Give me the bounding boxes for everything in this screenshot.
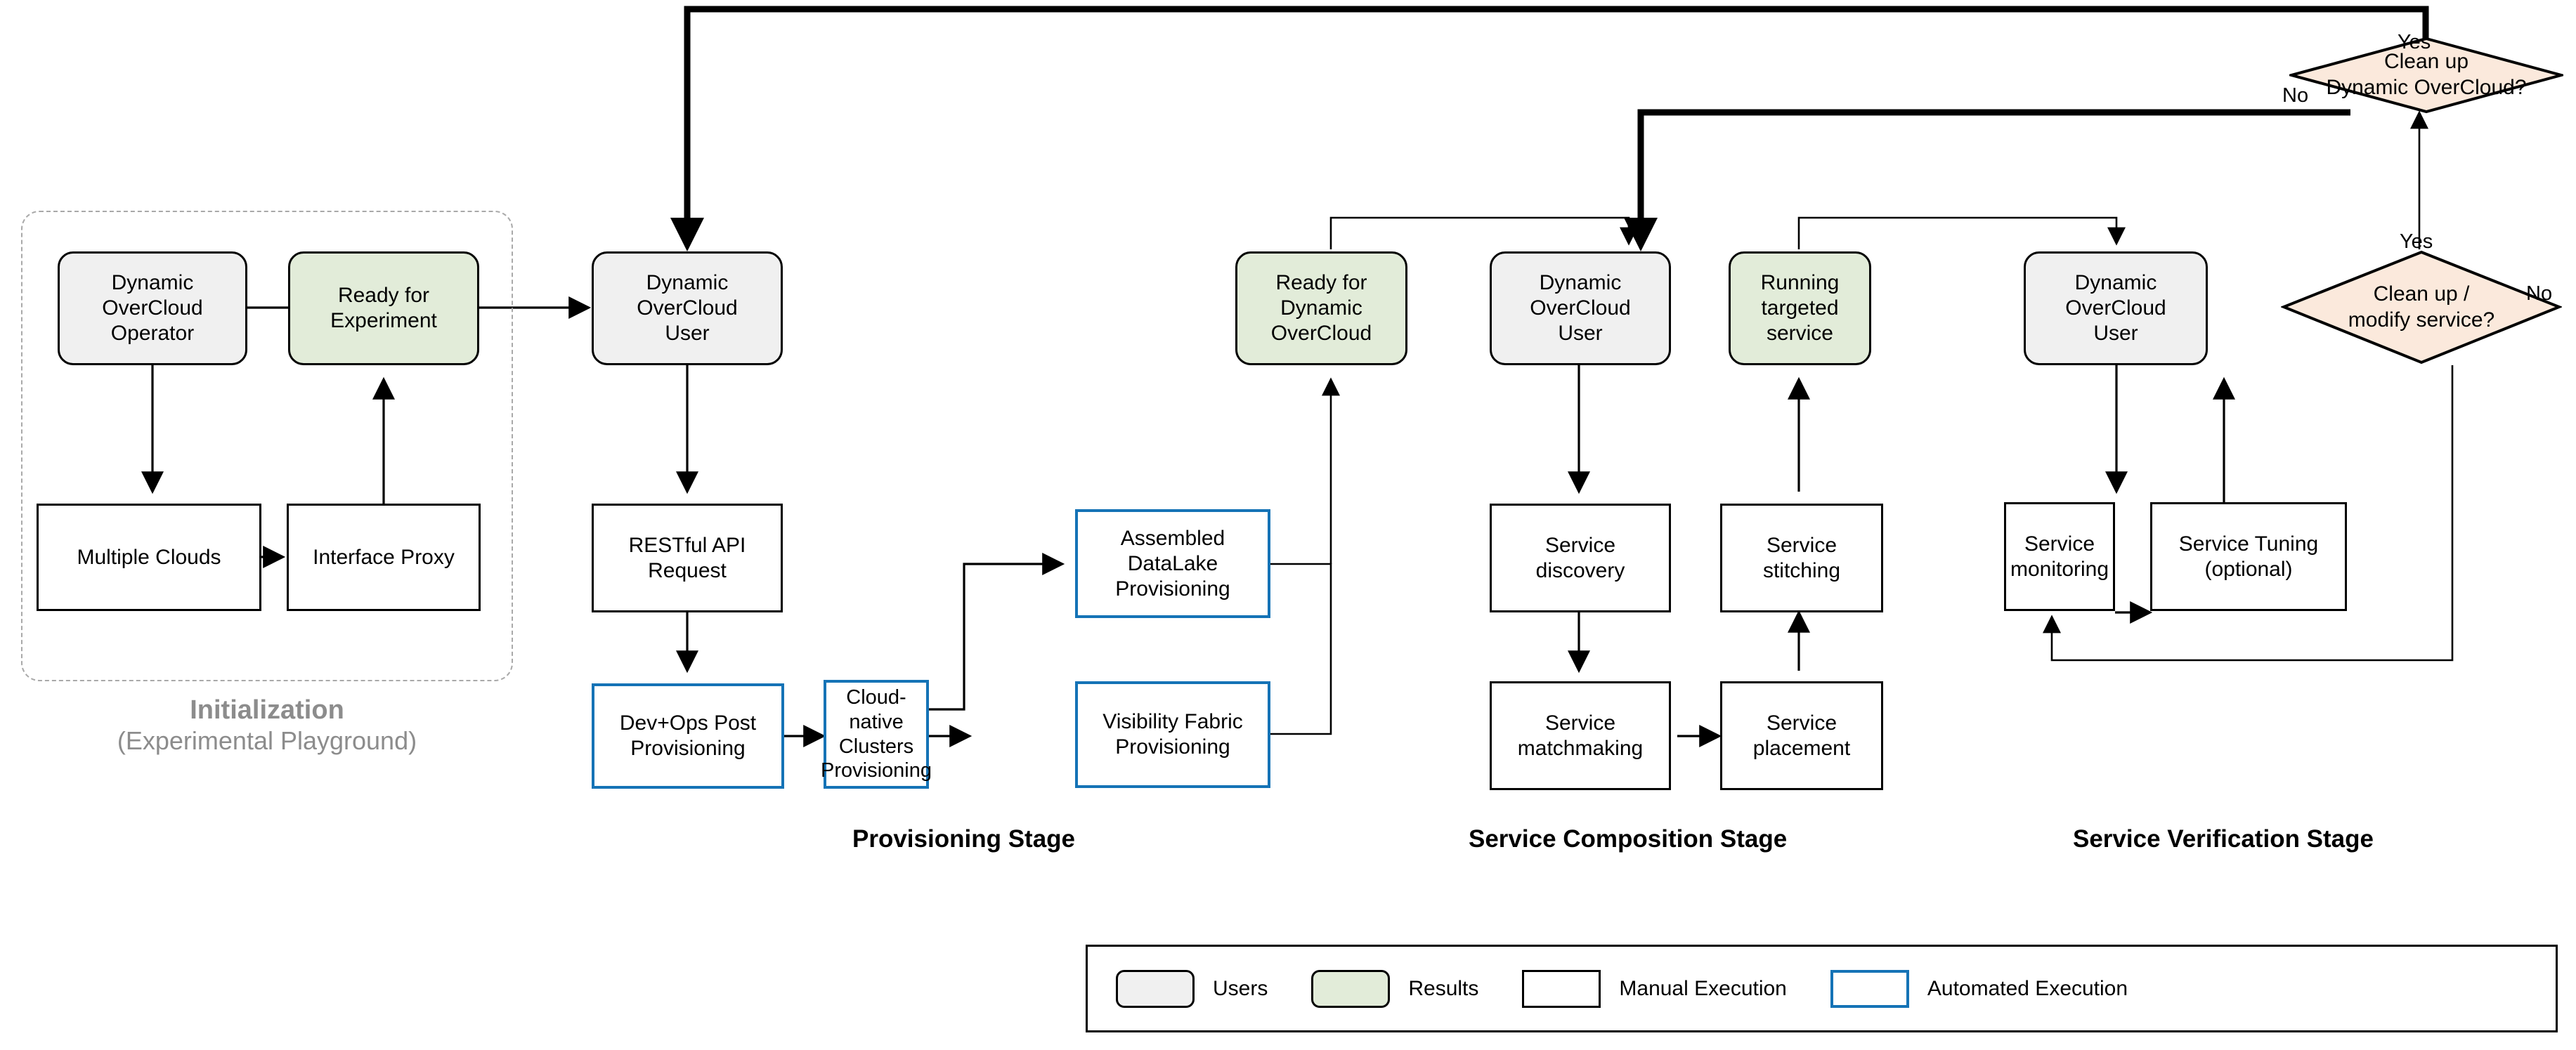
node-label: Interface Proxy (313, 545, 455, 569)
legend-label: Manual Execution (1619, 976, 1787, 1000)
legend-label: Users (1213, 976, 1268, 1000)
diamond-shape (2286, 37, 2567, 114)
legend-swatch-users-icon (1116, 969, 1195, 1008)
edge-label-cleanup-overcloud-yes: Yes (2398, 31, 2431, 53)
stage-label-verification: Service Verification Stage (2073, 825, 2374, 853)
legend-label: Results (1408, 976, 1479, 1000)
diamond-shape (2279, 250, 2563, 365)
node-label: Multiple Clouds (77, 545, 221, 569)
node-service-tuning-optional[interactable]: Service Tuning(optional) (2150, 502, 2347, 611)
decision-line-2: modify service? (2348, 308, 2495, 332)
legend-box: Users Results Manual Execution Automated… (1086, 945, 2558, 1032)
edge-label-cleanup-service-yes: Yes (2400, 230, 2433, 253)
legend-swatch-manual-icon (1522, 969, 1601, 1008)
initialization-title: Initialization (190, 695, 344, 725)
legend-label: Automated Execution (1927, 976, 2128, 1000)
initialization-group-boundary (21, 211, 513, 681)
decision-line-1: Clean up / (2373, 282, 2470, 306)
legend-item-results: Results (1311, 969, 1479, 1008)
legend-swatch-automated-icon (1830, 969, 1909, 1008)
node-multiple-clouds[interactable]: Multiple Clouds (37, 504, 261, 611)
stage-label-composition: Service Composition Stage (1469, 825, 1788, 853)
decision-label: Clean up Dynamic OverCloud? (2289, 37, 2563, 114)
initialization-group-label: Initialization (Experimental Playground) (14, 695, 520, 755)
node-label: Service Tuning(optional) (2178, 532, 2319, 581)
decision-label: Clean up / modify service? (2281, 249, 2562, 365)
legend-item-users: Users (1116, 969, 1268, 1008)
node-interface-proxy[interactable]: Interface Proxy (287, 504, 481, 611)
decision-line-2: Dynamic OverCloud? (2326, 76, 2527, 99)
edge-label-cleanup-service-no: No (2526, 282, 2553, 305)
legend-item-automated-execution: Automated Execution (1830, 969, 2128, 1008)
legend-item-manual-execution: Manual Execution (1522, 969, 1787, 1008)
decision-clean-up-dynamic-overcloud[interactable]: Clean up Dynamic OverCloud? (2286, 37, 2567, 114)
edge-label-cleanup-overcloud-no: No (2282, 84, 2309, 107)
decision-line-1: Clean up (2383, 50, 2469, 74)
legend-swatch-results-icon (1311, 969, 1391, 1008)
decision-clean-up-modify-service[interactable]: Clean up / modify service? (2279, 249, 2563, 365)
initialization-subtitle: (Experimental Playground) (117, 726, 417, 755)
stage-label-provisioning: Provisioning Stage (852, 825, 1075, 853)
